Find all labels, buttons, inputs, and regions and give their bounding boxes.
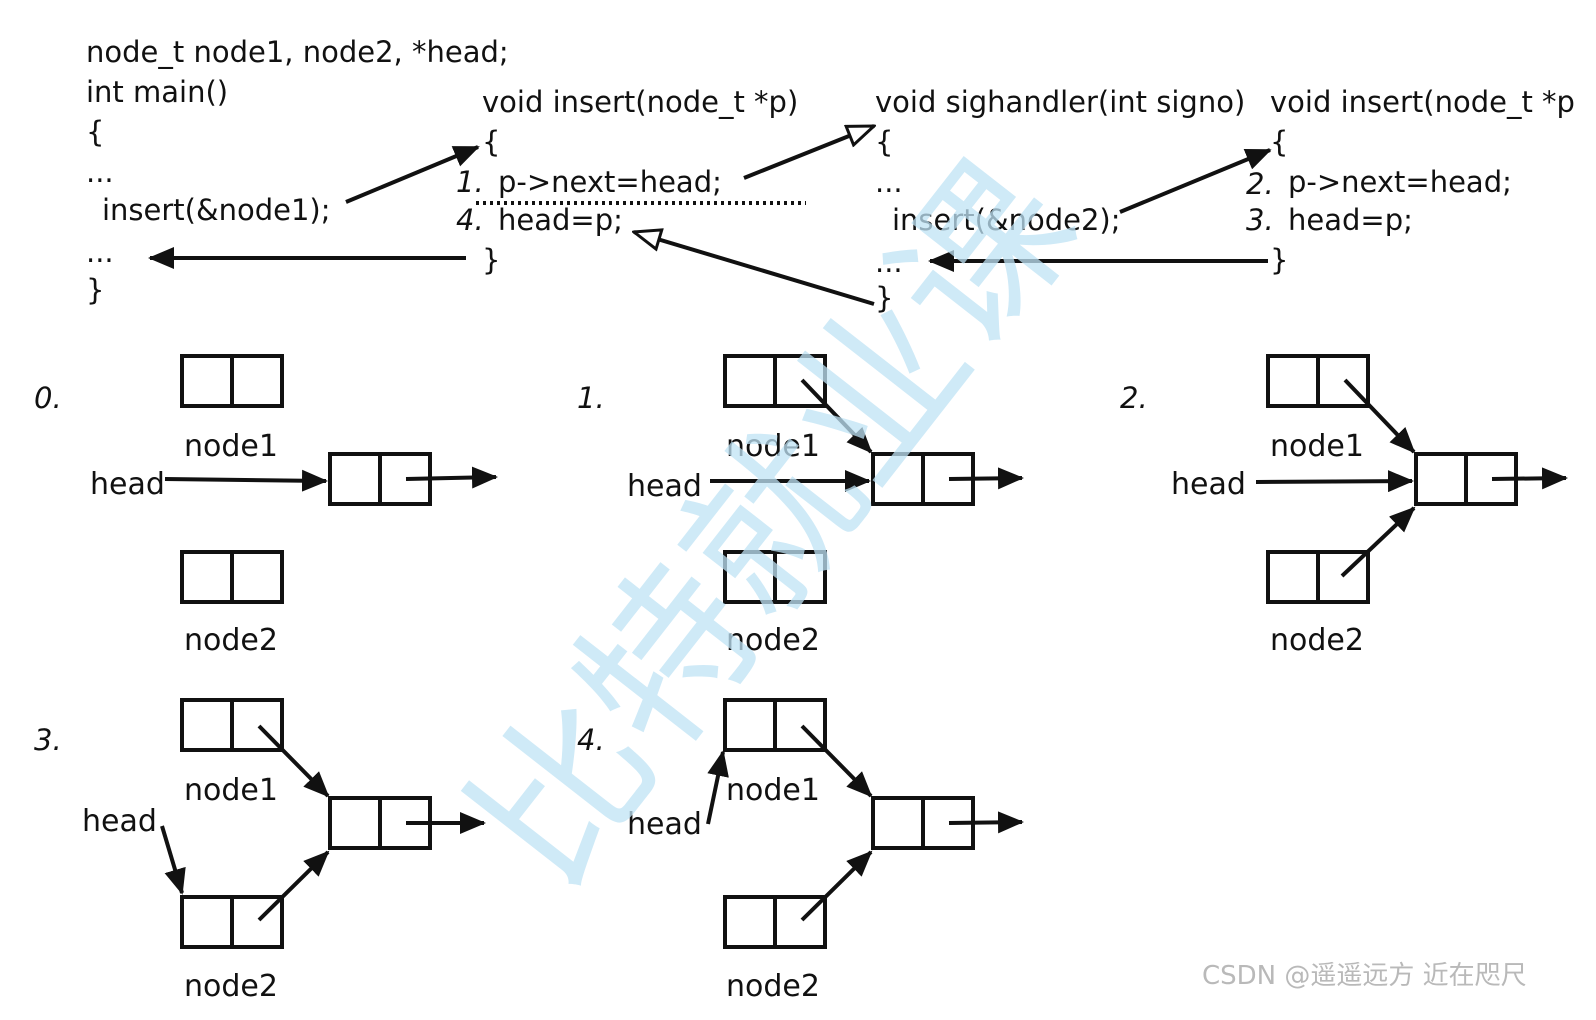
node2-label: node2 (1270, 623, 1364, 658)
node1-label: node1 (1270, 429, 1364, 464)
step-number: 1. (456, 165, 484, 199)
sighandler-signature: void sighandler(int signo) (875, 85, 1245, 119)
call-arrow (345, 145, 480, 204)
code-line-main: int main() (86, 75, 228, 109)
node1-label: node1 (726, 429, 820, 464)
next-pointer-arrow (948, 811, 1024, 834)
stage-label-1: 1. (577, 381, 605, 415)
node2-label: node2 (184, 969, 278, 1004)
node2-next-arrow (800, 850, 873, 922)
code-line-next-assign: p->next=head; (498, 165, 722, 199)
stage-4-diagram (706, 698, 1024, 949)
main-code-block: node_t node1, node2, *head; int main() {… (86, 35, 509, 307)
step-number: 2. (1246, 167, 1274, 201)
node2-next-arrow (1340, 506, 1416, 578)
next-pointer-arrow (948, 467, 1024, 490)
head-label: head (1171, 467, 1246, 502)
node2-label: node2 (184, 623, 278, 658)
signal-return-arrow (634, 232, 875, 306)
code-line-ellipsis: ... (875, 245, 903, 279)
code-line-head-assign: head=p; (1288, 203, 1413, 237)
stage-2-diagram (1255, 354, 1568, 604)
code-line-decl: node_t node1, node2, *head; (86, 35, 509, 69)
code-line-close-brace: } (86, 273, 104, 307)
head-pointer-arrow (164, 469, 328, 492)
stage-label-3: 3. (34, 723, 62, 757)
node1-next-arrow (800, 378, 873, 454)
next-pointer-arrow (405, 466, 498, 489)
signal-arrow (743, 124, 874, 180)
node2-next-arrow (257, 850, 330, 922)
code-line-ellipsis: ... (86, 155, 114, 189)
node1-label: node1 (726, 773, 820, 808)
insert-code-block-1: void insert(node_t *p) { 1. p->next=head… (456, 85, 798, 277)
stage-label-2: 2. (1120, 381, 1148, 415)
call-arrow (1119, 148, 1272, 214)
code-line-ellipsis: ... (86, 235, 114, 269)
insert-signature: void insert(node_t *p (1270, 85, 1575, 119)
stage-3-diagram (160, 698, 486, 949)
code-line-open-brace: { (875, 125, 893, 159)
node1-label: node1 (184, 773, 278, 808)
node1-next-arrow (1343, 378, 1416, 454)
insert-signature: void insert(node_t *p) (482, 85, 798, 119)
code-line-head-assign: head=p; (498, 203, 623, 237)
code-line-next-assign: p->next=head; (1288, 165, 1512, 199)
code-line-ellipsis: ... (875, 165, 903, 199)
node1-label: node1 (184, 429, 278, 464)
credit-text: CSDN @遥遥远方 近在咫尺 (1202, 961, 1527, 991)
head-pointer-arrow (706, 750, 729, 825)
code-line-open-brace: { (1270, 125, 1288, 159)
code-line-close-brace: } (875, 281, 893, 315)
code-line-insert-node1: insert(&node1); (102, 193, 331, 227)
head-label: head (627, 807, 702, 842)
code-line-insert-node2: insert(&node2); (892, 203, 1121, 237)
head-pointer-arrow (1255, 470, 1414, 493)
head-label: head (627, 469, 702, 504)
insert-code-block-2: void insert(node_t *p { 2. p->next=head;… (1246, 85, 1575, 277)
stage-1-diagram (710, 354, 1024, 604)
control-flow-arrows (148, 124, 1272, 306)
head-label: head (90, 467, 165, 502)
next-pointer-arrow (1491, 467, 1568, 490)
code-line-open-brace: { (482, 125, 500, 159)
code-line-close-brace: } (1270, 243, 1288, 277)
node2-label: node2 (726, 623, 820, 658)
sighandler-code-block: void sighandler(int signo) { ... insert(… (875, 85, 1245, 315)
step-number: 3. (1246, 203, 1274, 237)
node1-next-arrow (257, 724, 330, 798)
stage-0-diagram (164, 354, 498, 604)
node-labels: node1 node2 head node1 node2 head node1 … (82, 429, 1364, 1004)
stage-label-4: 4. (577, 723, 605, 757)
code-line-close-brace: } (482, 243, 500, 277)
step-number: 4. (456, 203, 484, 237)
head-pointer-arrow (160, 825, 186, 895)
stage-label-0: 0. (34, 381, 62, 415)
node2-label: node2 (726, 969, 820, 1004)
node1-next-arrow (800, 724, 873, 798)
head-label: head (82, 804, 157, 839)
stage-labels: 0. 1. 2. 3. 4. (34, 381, 1148, 757)
code-line-open-brace: { (86, 115, 104, 149)
